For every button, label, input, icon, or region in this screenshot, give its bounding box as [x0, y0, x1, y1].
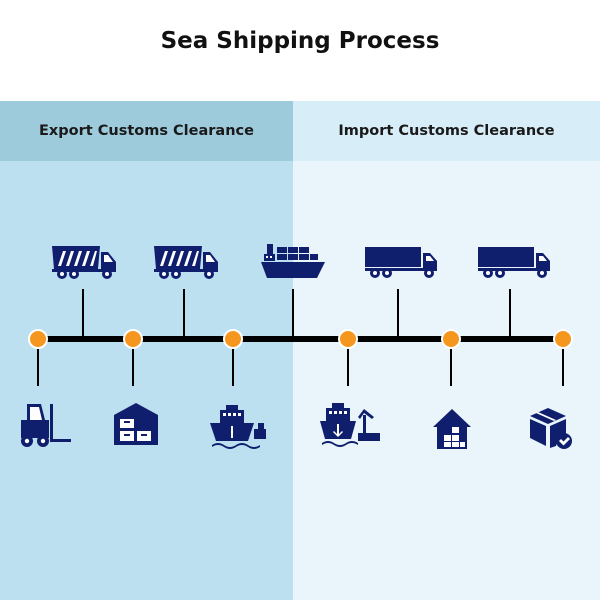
top-connector [82, 289, 84, 339]
top-connector [509, 289, 511, 339]
bottom-connector [347, 339, 349, 386]
top-connector [397, 289, 399, 339]
timeline-line [37, 336, 564, 342]
box-truck-icon [365, 247, 437, 278]
export-customs-header: Export Customs Clearance [0, 101, 293, 161]
forklift-icon [21, 404, 71, 447]
timeline-node [338, 329, 358, 349]
container-ship-icon [261, 244, 325, 278]
bottom-connector [562, 339, 564, 386]
warehouse-icon [433, 409, 471, 449]
port-crane-ship-icon [320, 403, 380, 447]
export-customs-panel: Export Customs Clearance [0, 101, 293, 600]
dump-truck-icon [154, 246, 218, 279]
bottom-connector [232, 339, 234, 386]
bottom-connector [450, 339, 452, 386]
warehouse-icon [114, 403, 158, 445]
bottom-connector [132, 339, 134, 386]
dump-truck-icon [52, 246, 116, 279]
import-customs-panel: Import Customs Clearance [293, 101, 600, 600]
timeline-node [441, 329, 461, 349]
timeline-node [223, 329, 243, 349]
page-title: Sea Shipping Process [160, 28, 440, 54]
bottom-connector [37, 339, 39, 386]
top-connector [183, 289, 185, 339]
import-customs-header: Import Customs Clearance [293, 101, 600, 161]
ship-loading-icon [210, 405, 266, 449]
top-connector [292, 289, 294, 339]
timeline-node [28, 329, 48, 349]
box-truck-icon [478, 247, 550, 278]
timeline-node [553, 329, 573, 349]
package-check-icon [530, 408, 572, 449]
timeline-node [123, 329, 143, 349]
